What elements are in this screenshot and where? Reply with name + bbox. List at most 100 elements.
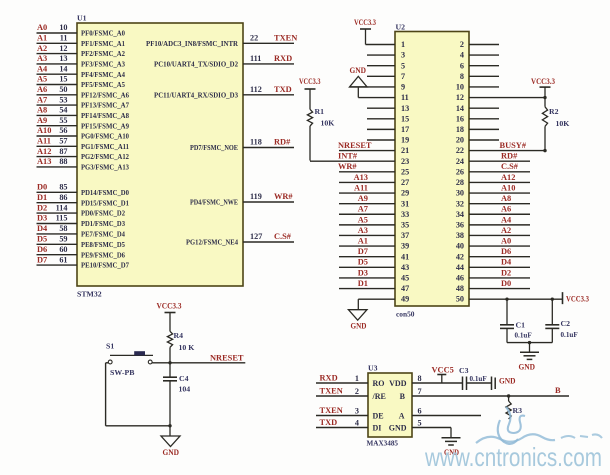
svg-text:/RE: /RE xyxy=(372,392,386,401)
svg-text:VCC3.3: VCC3.3 xyxy=(566,295,589,304)
svg-text:A8: A8 xyxy=(37,106,47,115)
svg-text:85: 85 xyxy=(59,183,67,192)
svg-text:10: 10 xyxy=(456,83,464,92)
svg-text:25: 25 xyxy=(401,167,409,176)
svg-text:A2: A2 xyxy=(501,226,511,235)
svg-text:D1: D1 xyxy=(358,279,368,288)
svg-text:39: 39 xyxy=(401,242,409,251)
svg-text:VCC3.3: VCC3.3 xyxy=(354,18,376,27)
svg-text:C2: C2 xyxy=(561,319,571,328)
svg-text:87: 87 xyxy=(59,147,67,156)
svg-text:11: 11 xyxy=(60,34,68,43)
svg-text:D7: D7 xyxy=(358,247,368,256)
svg-text:A13: A13 xyxy=(37,157,51,166)
svg-text:61: 61 xyxy=(59,255,67,264)
svg-text:127: 127 xyxy=(250,232,262,241)
svg-text:114: 114 xyxy=(56,203,68,212)
svg-text:55: 55 xyxy=(59,116,67,125)
svg-text:RD#: RD# xyxy=(501,152,518,161)
svg-text:PF12/FSMC_A6: PF12/FSMC_A6 xyxy=(81,90,129,99)
svg-text:26: 26 xyxy=(456,167,464,176)
svg-text:TXD: TXD xyxy=(274,85,292,94)
svg-text:PD7/FSMC_NOE: PD7/FSMC_NOE xyxy=(190,143,238,152)
svg-text:5: 5 xyxy=(418,419,422,428)
svg-text:1: 1 xyxy=(355,374,359,383)
svg-text:PE10/FSMC_D7: PE10/FSMC_D7 xyxy=(81,261,129,270)
svg-text:PG1/FSMC_A11: PG1/FSMC_A11 xyxy=(81,142,129,151)
svg-text:60: 60 xyxy=(59,245,67,254)
svg-text:NRESET: NRESET xyxy=(338,141,372,150)
svg-text:47: 47 xyxy=(401,284,409,293)
svg-text:A12: A12 xyxy=(501,173,515,182)
svg-text:DE: DE xyxy=(373,412,384,421)
svg-text:58: 58 xyxy=(59,224,67,233)
svg-text:13: 13 xyxy=(59,54,67,63)
svg-text:C4: C4 xyxy=(179,374,189,383)
svg-text:A7: A7 xyxy=(37,95,47,104)
svg-text:14: 14 xyxy=(59,64,67,73)
svg-text:88: 88 xyxy=(59,157,67,166)
svg-text:53: 53 xyxy=(59,95,67,104)
svg-text:GND: GND xyxy=(350,66,367,75)
svg-text:A12: A12 xyxy=(37,147,51,156)
svg-text:12: 12 xyxy=(456,93,464,102)
svg-text:104: 104 xyxy=(179,385,191,394)
svg-text:S1: S1 xyxy=(106,342,114,351)
svg-text:R1: R1 xyxy=(315,107,325,116)
svg-text:48: 48 xyxy=(456,284,464,293)
svg-text:4: 4 xyxy=(460,51,464,60)
svg-text:22: 22 xyxy=(456,146,464,155)
svg-text:A7: A7 xyxy=(358,205,368,214)
svg-text:A4: A4 xyxy=(37,64,48,73)
svg-text:PE9/FSMC_D6: PE9/FSMC_D6 xyxy=(81,250,125,259)
svg-text:GND: GND xyxy=(389,424,407,433)
svg-text:44: 44 xyxy=(456,263,464,272)
svg-text:U3: U3 xyxy=(368,364,378,373)
svg-text:11: 11 xyxy=(401,93,409,102)
svg-text:24: 24 xyxy=(456,157,464,166)
svg-text:DI: DI xyxy=(373,424,382,433)
svg-text:A13: A13 xyxy=(354,173,368,182)
svg-text:D0: D0 xyxy=(37,183,47,192)
svg-text:A9: A9 xyxy=(37,116,47,125)
svg-text:TXEN: TXEN xyxy=(274,34,297,43)
svg-text:59: 59 xyxy=(59,235,67,244)
svg-text:RXD: RXD xyxy=(274,54,292,63)
svg-text:PF10/ADC3_IN8/FSMC_INTR: PF10/ADC3_IN8/FSMC_INTR xyxy=(146,39,239,48)
svg-text:VCC3.3: VCC3.3 xyxy=(157,302,182,311)
svg-text:3: 3 xyxy=(355,407,359,416)
svg-text:A5: A5 xyxy=(37,75,47,84)
svg-text:B: B xyxy=(400,392,406,401)
svg-text:36: 36 xyxy=(456,220,464,229)
svg-text:50: 50 xyxy=(456,295,464,304)
svg-text:16: 16 xyxy=(456,114,464,123)
svg-text:34: 34 xyxy=(456,210,464,219)
svg-text:C.S#: C.S# xyxy=(274,232,292,241)
svg-text:D2: D2 xyxy=(501,268,511,277)
svg-text:42: 42 xyxy=(456,252,464,261)
svg-text:54: 54 xyxy=(59,106,67,115)
svg-text:VCC3.3: VCC3.3 xyxy=(299,77,321,86)
svg-text:38: 38 xyxy=(456,231,464,240)
svg-text:A10: A10 xyxy=(37,126,51,135)
svg-text:56: 56 xyxy=(59,126,67,135)
svg-text:35: 35 xyxy=(401,220,409,229)
svg-text:PD14/FSMC_D0: PD14/FSMC_D0 xyxy=(81,188,129,197)
svg-text:TXEN: TXEN xyxy=(320,406,343,415)
svg-text:10: 10 xyxy=(59,23,67,32)
svg-text:112: 112 xyxy=(250,85,262,94)
svg-text:U2: U2 xyxy=(396,23,406,32)
svg-text:30: 30 xyxy=(456,189,464,198)
svg-text:A3: A3 xyxy=(37,54,47,63)
svg-text:VCC5: VCC5 xyxy=(432,366,454,375)
svg-text:86: 86 xyxy=(59,193,67,202)
svg-text:12: 12 xyxy=(59,44,67,53)
svg-text:A3: A3 xyxy=(358,226,368,235)
svg-text:INT#: INT# xyxy=(338,152,358,161)
svg-text:2: 2 xyxy=(460,40,464,49)
svg-text:D2: D2 xyxy=(37,203,47,212)
svg-text:D5: D5 xyxy=(358,258,368,267)
svg-text:D5: D5 xyxy=(37,235,47,244)
svg-text:RO: RO xyxy=(373,379,385,388)
svg-text:115: 115 xyxy=(56,214,68,223)
